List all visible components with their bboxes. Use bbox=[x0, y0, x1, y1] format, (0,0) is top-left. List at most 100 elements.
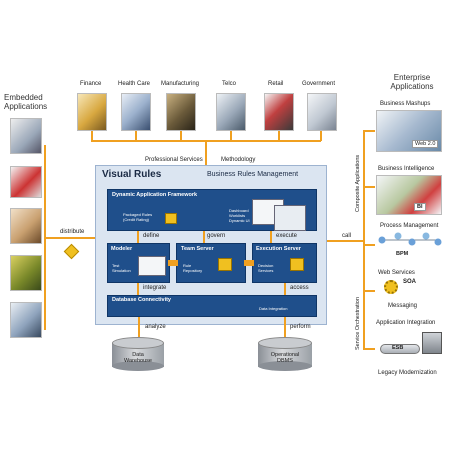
database-connectivity-title: Database Connectivity bbox=[112, 297, 171, 303]
daf-title: Dynamic Application Framework bbox=[112, 192, 198, 198]
esb-bus-icon bbox=[380, 344, 420, 354]
embedded-device-image bbox=[10, 118, 42, 154]
packaged-rules-label: Packaged Rules (Credit Rating) bbox=[123, 212, 153, 222]
esb-label: ESB bbox=[392, 345, 404, 351]
industries-connector bbox=[205, 141, 207, 165]
team-execution-arrow bbox=[244, 260, 254, 266]
retail-image bbox=[264, 93, 294, 131]
dashboard-screenshot-2 bbox=[274, 205, 306, 231]
decision-services-icon bbox=[290, 258, 304, 271]
soa-gear-icon bbox=[384, 280, 398, 294]
bracket-tick bbox=[363, 348, 375, 350]
access-label: access bbox=[290, 285, 309, 291]
professional-services-label: Professional Services bbox=[145, 157, 203, 163]
govern-arrow bbox=[203, 231, 205, 243]
define-label: define bbox=[143, 233, 160, 239]
data-warehouse-cylinder: Data Warehouse bbox=[112, 337, 164, 371]
embedded-applications-title: Embedded Applications bbox=[4, 93, 56, 111]
perform-arrow bbox=[284, 317, 286, 337]
call-connector bbox=[327, 240, 364, 242]
bracket-tick bbox=[278, 131, 280, 141]
perform-label: perform bbox=[290, 324, 311, 330]
database-connectivity-box bbox=[107, 295, 317, 317]
industry-telco: Telco bbox=[222, 81, 237, 87]
call-label: call bbox=[342, 233, 352, 239]
bracket-tick bbox=[363, 244, 375, 246]
execute-arrow bbox=[270, 231, 272, 243]
bracket-tick bbox=[363, 130, 375, 132]
bi-label: BI bbox=[414, 203, 426, 211]
modeler-title: Modeler bbox=[111, 246, 133, 252]
cylinder-bottom bbox=[258, 361, 312, 371]
execute-label: execute bbox=[276, 233, 298, 239]
government-image bbox=[307, 93, 337, 131]
bracket-tick bbox=[363, 290, 375, 292]
industry-manufacturing: Manufacturing bbox=[161, 81, 200, 87]
application-integration-label: Application Integration bbox=[376, 320, 436, 326]
modeler-sub: Test Simulation bbox=[112, 263, 131, 273]
govern-label: govern bbox=[207, 233, 226, 239]
legacy-modernization-label: Legacy Modernization bbox=[378, 370, 437, 376]
embedded-person-image bbox=[10, 208, 42, 244]
finance-image bbox=[77, 93, 107, 131]
web20-label: Web 2.0 bbox=[412, 140, 439, 148]
visual-rules-title: Visual Rules bbox=[102, 169, 162, 180]
business-rules-management-label: Business Rules Management bbox=[207, 171, 299, 178]
legacy-computer-icon bbox=[422, 332, 442, 354]
manufacturing-image bbox=[166, 93, 196, 131]
bracket-tick bbox=[320, 131, 322, 141]
bracket-tick bbox=[230, 131, 232, 141]
industry-government: Government bbox=[302, 81, 336, 87]
execution-server-sub: Decision Services bbox=[258, 263, 274, 273]
access-arrow bbox=[284, 283, 286, 295]
dashboard-label: Dashboard Worklists Dynamic UI bbox=[229, 208, 250, 223]
distribute-label: distribute bbox=[60, 229, 85, 235]
bracket-tick bbox=[135, 131, 137, 141]
data-warehouse-label: Data Warehouse bbox=[124, 352, 152, 364]
packaged-rules-icon bbox=[165, 213, 177, 224]
cylinder-bottom bbox=[112, 361, 164, 371]
operational-dbms-cylinder: Operational DBMS bbox=[258, 337, 312, 371]
industry-health-care: Health Care bbox=[118, 81, 151, 87]
embedded-title-line1: Embedded bbox=[4, 93, 43, 102]
composite-applications-label: Composite Applications bbox=[355, 154, 361, 212]
process-management-label: Process Management bbox=[380, 223, 439, 229]
enterprise-applications-title: Enterprise Applications bbox=[382, 73, 442, 91]
messaging-label: Messaging bbox=[388, 303, 418, 309]
cylinder-top bbox=[112, 337, 164, 349]
define-arrow bbox=[137, 231, 139, 243]
analyze-label: analyze bbox=[145, 324, 166, 330]
operational-dbms-label: Operational DBMS bbox=[270, 352, 300, 364]
distribute-diamond-icon bbox=[63, 243, 80, 260]
bracket-tick bbox=[91, 131, 93, 141]
industry-finance: Finance bbox=[80, 81, 102, 87]
integrate-arrow bbox=[137, 283, 139, 295]
embedded-title-line2: Applications bbox=[4, 102, 48, 111]
business-intelligence-label: Business Intelligence bbox=[378, 166, 435, 172]
team-server-title: Team Server bbox=[181, 246, 214, 252]
service-orchestration-label: Service Orchestration bbox=[355, 297, 361, 350]
telco-image bbox=[216, 93, 246, 131]
bpm-diagram-icon bbox=[378, 232, 442, 246]
cylinder-top bbox=[258, 337, 312, 349]
web-services-label: Web Services bbox=[378, 270, 415, 276]
modeler-team-arrow bbox=[168, 260, 178, 266]
bpm-label: BPM bbox=[396, 251, 409, 257]
embedded-harvester-image bbox=[10, 255, 42, 291]
enterprise-bracket-line bbox=[363, 130, 365, 350]
business-intelligence-image bbox=[376, 175, 442, 215]
data-integration-label: Data Integration bbox=[259, 306, 288, 311]
modeler-screenshot bbox=[138, 256, 166, 276]
integrate-label: integrate bbox=[143, 285, 167, 291]
embedded-printer-image bbox=[10, 166, 42, 198]
health-care-image bbox=[121, 93, 151, 131]
analyze-arrow bbox=[138, 317, 140, 337]
execution-server-box bbox=[252, 243, 317, 283]
enterprise-title-line2: Applications bbox=[390, 82, 434, 91]
industry-retail: Retail bbox=[268, 81, 284, 87]
bracket-tick bbox=[180, 131, 182, 141]
embedded-machine-image bbox=[10, 302, 42, 338]
distribute-connector bbox=[44, 237, 108, 239]
business-mashups-label: Business Mashups bbox=[380, 101, 431, 107]
soa-label: SOA bbox=[403, 279, 417, 285]
